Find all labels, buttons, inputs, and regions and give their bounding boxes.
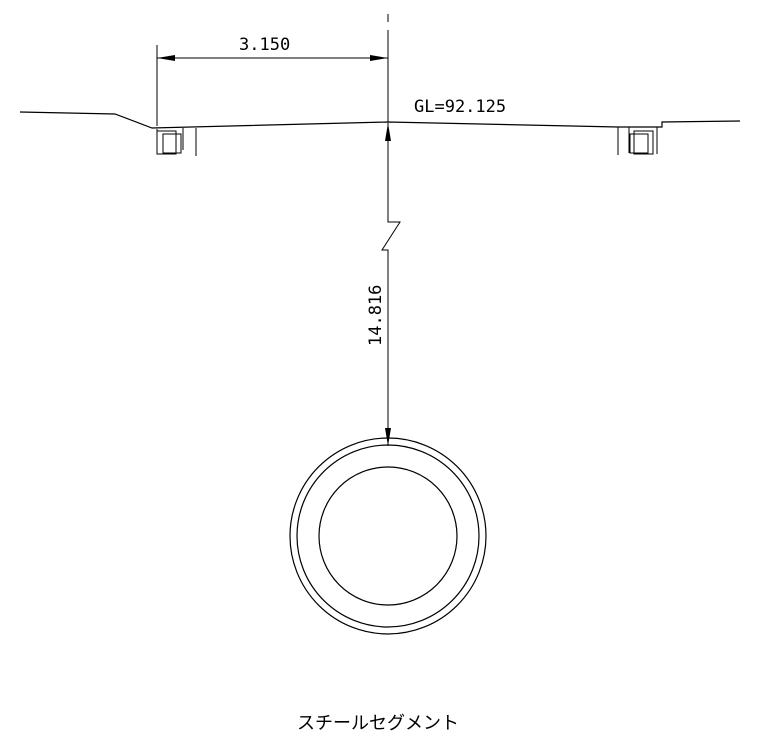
drawing-caption: スチールセグメント <box>297 713 459 734</box>
right-side-ditch <box>617 127 658 155</box>
horizontal-dimension: 3.150 <box>156 35 388 126</box>
ground-level-label: GL=92.125 <box>414 97 506 117</box>
steel-segment-ring <box>289 437 487 635</box>
horizontal-dimension-label: 3.150 <box>239 35 290 55</box>
ground-surface-line <box>19 111 741 129</box>
depth-dimension-label: 14.816 <box>366 285 386 346</box>
left-side-ditch <box>156 128 197 156</box>
depth-dimension: 14.816 <box>366 123 401 446</box>
